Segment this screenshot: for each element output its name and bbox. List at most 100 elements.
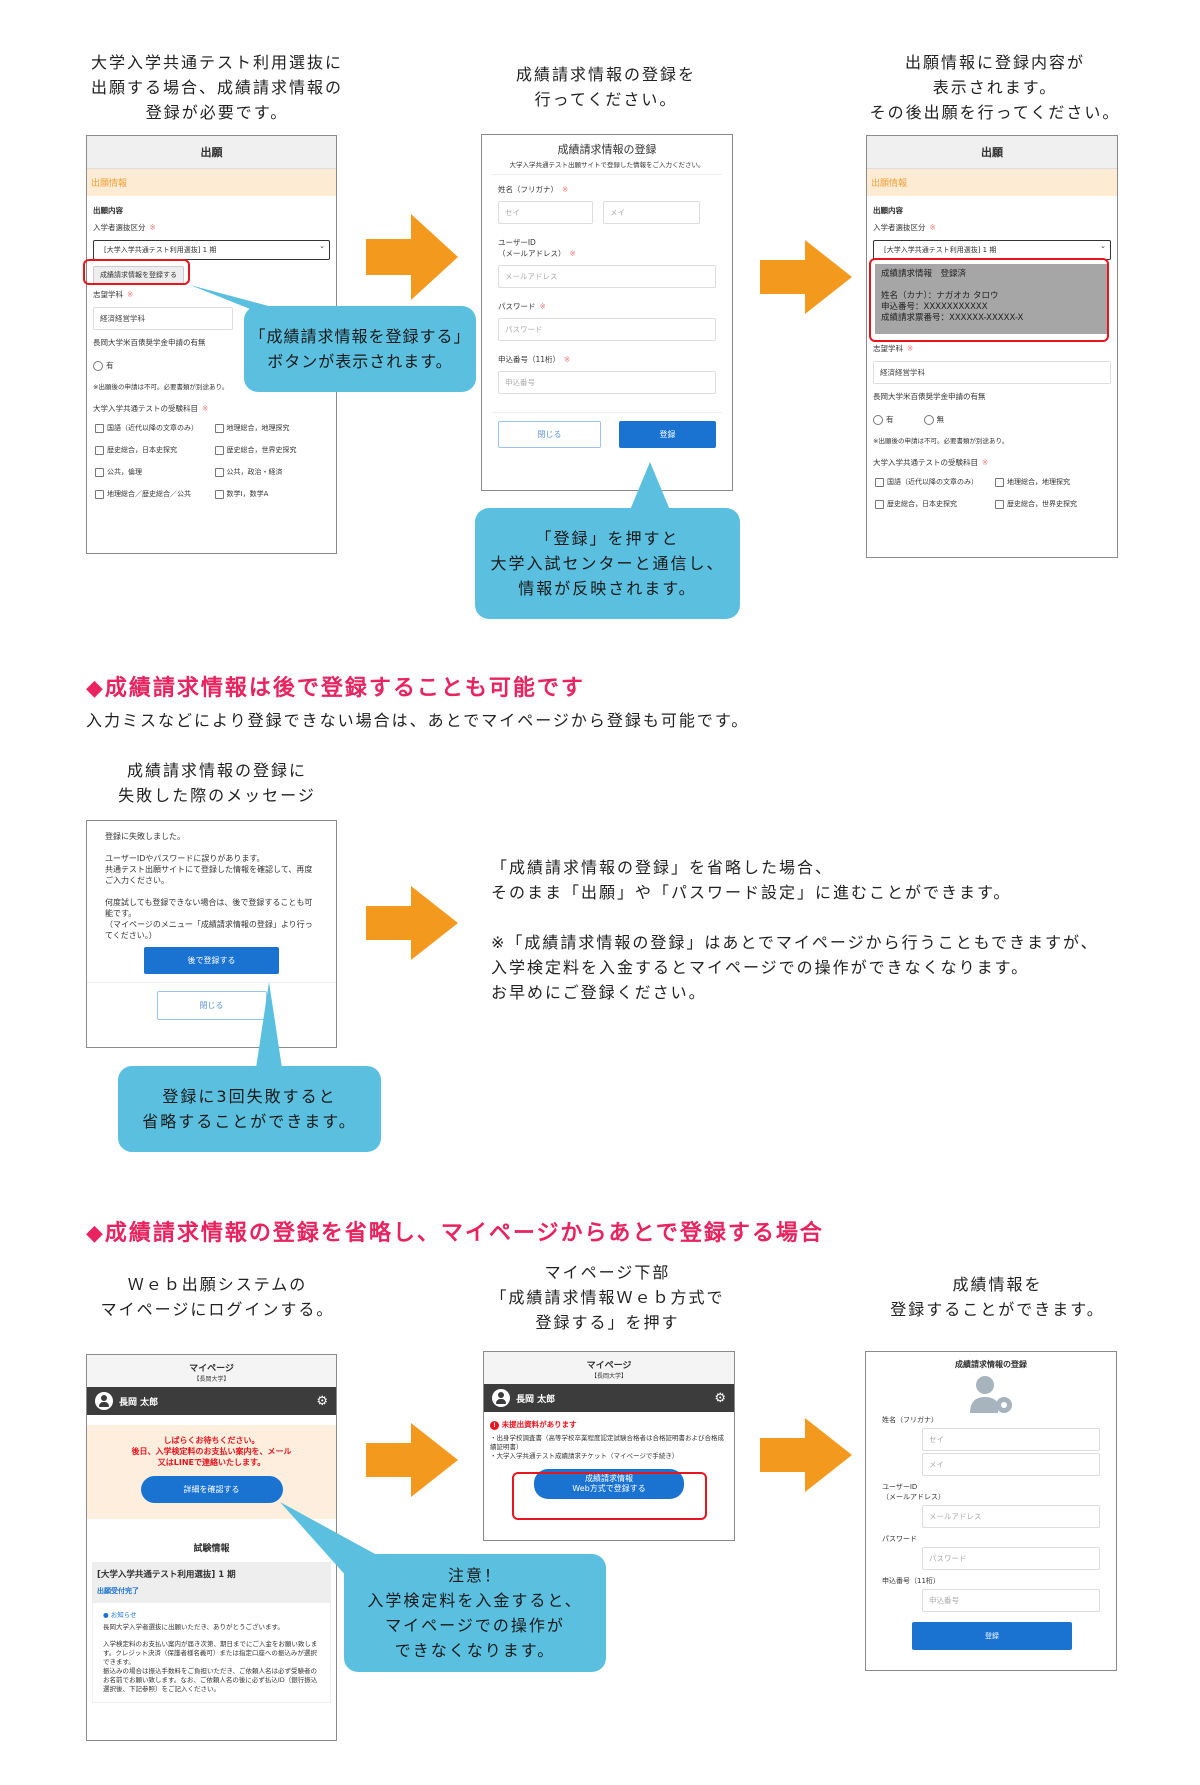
avatar-icon [95,1392,113,1410]
selection-select[interactable]: [大学入学共通テスト利用選抜] 1 期 [873,240,1111,260]
subject-checkbox[interactable]: 公共，政治・経済 [214,467,329,477]
exam-name: [大学入学共通テスト利用選抜] 1 期 [97,1570,236,1580]
missing-item: ・出身学校調査書（高等学校卒業程度認定試験合格者は合格証明書および合格成績証明書… [490,1434,724,1451]
caption-step3: 出願情報に登録内容が 表示されます。 その後出願を行ってください。 [869,53,1121,122]
field-label: 入学者選抜区分 [93,223,146,232]
mypage-title: マイページ [189,1364,234,1374]
radio-yes[interactable] [873,415,883,425]
register-later-button[interactable]: 後で登録する [144,947,279,974]
subject-checkbox[interactable]: 国語（近代以降の文章のみ） [95,423,209,433]
note: ※出願後の申請は不可。必要書類が別途あり。 [93,383,229,391]
sei-input[interactable]: セイ [498,201,593,224]
field-label: 申込番号（11桁） [498,355,561,364]
highlight-box [869,258,1109,342]
required-mark: ※ [149,223,156,232]
payment-text: 入学検定料のお支払い案内が届き次第、期日までにご入金をお願い致します。クレジット… [103,1640,318,1693]
subject-checkbox[interactable]: 公共，倫理 [95,467,209,477]
field-label: 入学者選抜区分 [873,223,926,232]
application-number-input[interactable]: 申込番号 [498,371,716,394]
mypage-title: マイページ [586,1361,632,1371]
callout-three-failures: 登録に3回失敗すると 省略することができます。 [118,1066,381,1152]
register-button[interactable]: 登録 [619,421,716,448]
department-select[interactable]: 経済経営学科 [93,307,233,330]
callout-register-communicates: 「登録」を押すと 大学入試センターと通信し、 情報が反映されます。 [475,508,740,619]
caption-failure: 成績請求情報の登録に 失敗した際のメッセージ [118,761,316,805]
arrow-right-icon [366,886,458,960]
exam-status: 出願受付完了 [97,1587,139,1595]
field-label: 姓名（フリガナ） [882,1416,938,1424]
failure-message: 登録に失敗しました。 [105,832,185,841]
radio-yes[interactable] [93,361,103,371]
failure-dialog: 登録に失敗しました。 ユーザーIDやパスワードに誤りがあります。 共通テスト出願… [86,820,337,1048]
registered-application-number: 申込番号：XXXXXXXXXXX [881,302,988,312]
callout-caution: 注意！ 入学検定料を入金すると、 マイページでの操作が できなくなります。 [344,1554,606,1672]
caption-step1: 大学入学共通テスト利用選抜に 出願する場合、成績請求情報の 登録が必要です。 [90,53,343,122]
registered-status: 成績請求情報 登録済 [881,269,967,279]
note: ※出願後の申請は不可。必要書類が別途あり。 [873,437,1009,445]
callout-register-button: 「成績請求情報を登録する」 ボタンが表示されます。 [244,306,476,392]
view-details-button[interactable]: 詳細を確認する [140,1476,283,1503]
alert-message: 未提出資料があります [501,1420,577,1429]
form-subtitle: 大学入学共通テスト出願サイトで登録した情報をご入力ください。 [492,159,722,175]
gear-icon[interactable]: ⚙ [316,1393,328,1409]
caption-step2: 成績請求情報の登録を 行ってください。 [515,65,696,109]
arrow-right-icon [760,1418,852,1492]
field-label: 大学入学共通テストの受験科目 [93,404,198,413]
subject-checkbox[interactable]: 歴史総合，世界史探究 [214,445,329,455]
section-band: 出願情報 [867,169,1117,196]
mei-input[interactable]: メイ [603,201,700,224]
section-heading-later: ◆成績請求情報は後で登録することも可能です [86,676,585,701]
oshirase-label: お知らせ [110,1611,137,1619]
register-web-button[interactable]: 成績請求情報 Web方式で登録する [534,1469,684,1499]
field-label: 姓名（フリガナ） [498,185,558,194]
highlight-box [83,259,190,285]
form-title: 成績請求情報の登録 [557,143,657,156]
radio-no[interactable] [923,415,934,425]
department-select[interactable]: 経済経営学科 [873,361,1111,384]
sei-input[interactable]: セイ [922,1428,1100,1451]
email-input[interactable]: メールアドレス [922,1505,1100,1528]
caption-press-button: マイページ下部 「成績請求情報Ｗｅｂ方式で 登録する」を押す [490,1263,725,1332]
subject-checkbox[interactable]: 歴史総合，世界史探究 [995,499,1109,509]
notice-message: しばらくお待ちください。 後日、入学検定料のお支払い案内を、メール 又はLINE… [131,1436,292,1467]
caption-login: Ｗｅｂ出願システムの マイページにログインする。 [100,1275,335,1319]
gear-icon[interactable]: ⚙ [714,1390,726,1406]
subject-checkbox[interactable]: 歴史総合，日本史探究 [95,445,209,455]
user-settings-icon [970,1376,1012,1413]
arrow-right-icon [366,214,458,300]
subject-checkbox[interactable]: 国語（近代以降の文章のみ） [875,477,989,487]
required-mark: ※ [202,404,209,413]
mei-input[interactable]: メイ [922,1453,1100,1476]
application-number-input[interactable]: 申込番号 [922,1589,1100,1612]
subject-checkbox[interactable]: 歴史総合，日本史探究 [875,499,989,509]
subject-checkbox[interactable]: 地理総合／歴史総合／公共 [95,489,209,499]
registered-name: 姓名（カナ）：ナガオカ タロウ [881,291,999,301]
password-input[interactable]: パスワード [498,318,716,341]
subject-checklist: 国語（近代以降の文章のみ） 地理総合，地理探究 歴史総合，日本史探究 歴史総合，… [87,417,336,505]
register-button[interactable]: 登録 [912,1622,1072,1650]
subject-checkbox[interactable]: 数学Ⅰ，数学A [214,489,329,499]
alert-icon: ! [490,1421,499,1430]
bell-icon: ● [103,1611,109,1619]
score-info-registration-form: 成績請求情報の登録 姓名（フリガナ） セイ メイ ユーザーID （メールアドレス… [865,1351,1117,1671]
score-info-form: 成績請求情報の登録 大学入学共通テスト出願サイトで登録した情報をご入力ください。… [481,134,733,491]
bubble-tail [190,285,280,309]
user-name: 長岡 太郎 [516,1394,556,1405]
mypage-bottom-screen: マイページ 【長岡大学】 長岡 太郎⚙ ! 未提出資料があります ・出身学校調査… [483,1351,735,1541]
password-input[interactable]: パスワード [922,1547,1100,1570]
bubble-tail [630,462,670,510]
skip-explanation: 「成績請求情報の登録」を省略した場合、 そのまま「出願」や「パスワード設定」に進… [491,858,1012,902]
email-input[interactable]: メールアドレス [498,265,716,288]
field-label: 志望学科 [873,344,903,353]
section-band: 出願情報 [87,169,336,196]
subject-checkbox[interactable]: 地理総合，地理探究 [995,477,1109,487]
section-label: 出願内容 [873,206,903,215]
radio-label: 有 [106,361,114,370]
screen-title: 出願 [867,136,1117,169]
field-label: パスワード [498,302,536,311]
close-button[interactable]: 閉じる [156,991,267,1020]
close-button[interactable]: 閉じる [498,421,601,448]
selection-select[interactable]: [大学入学共通テスト利用選抜] 1 期 [93,240,330,260]
subject-checkbox[interactable]: 地理総合，地理探究 [214,423,329,433]
screen-title: 出願 [87,136,336,169]
